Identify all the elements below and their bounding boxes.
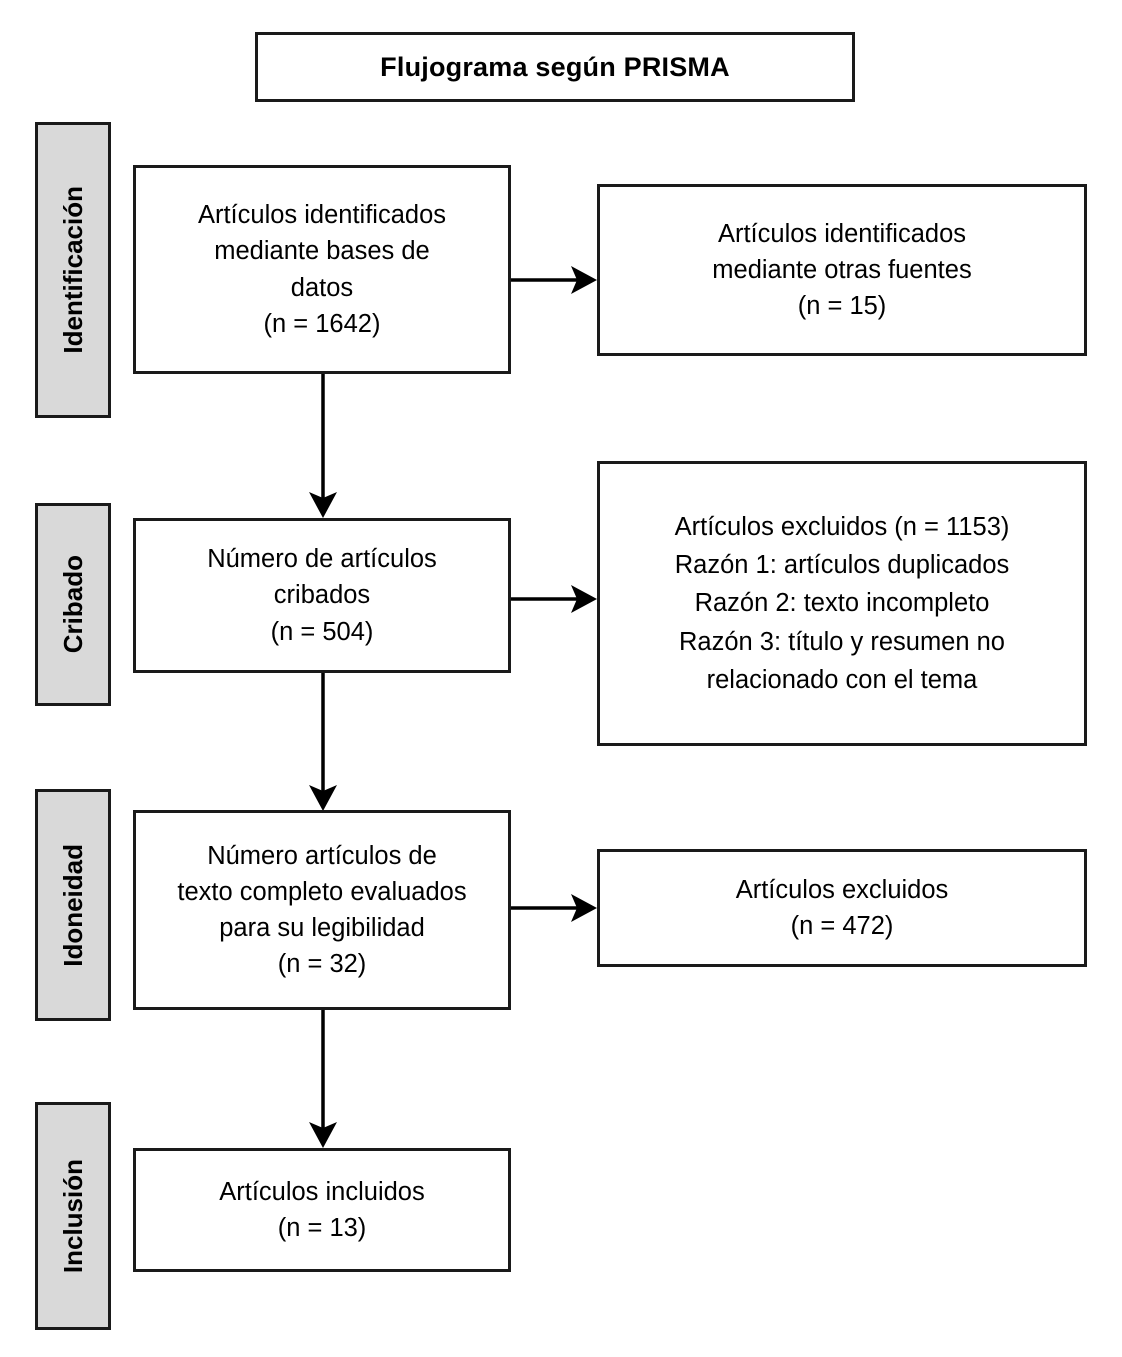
box-included-line-2: (n = 13) bbox=[277, 1214, 367, 1242]
box-screened-line-3: (n = 504) bbox=[270, 617, 374, 646]
stage-label-inclusion-text: Inclusión bbox=[58, 1158, 88, 1274]
box-fulltext-assessed-line-3: para su legibilidad bbox=[219, 914, 425, 942]
arrow-identified-to-screened bbox=[307, 374, 339, 520]
box-screened: Número de artículos cribados (n = 504) bbox=[133, 518, 511, 673]
box-excluded-screening-line-3: Razón 2: texto incompleto bbox=[694, 589, 990, 618]
box-excluded-screening-line-2: Razón 1: artículos duplicados bbox=[674, 551, 1010, 580]
box-excluded-fulltext: Artículos excluidos (n = 472) bbox=[597, 849, 1087, 967]
arrow-fulltext-to-included bbox=[307, 1010, 339, 1150]
box-excluded-screening-line-5: relacionado con el tema bbox=[706, 665, 978, 694]
box-identified-databases: Artículos identificados mediante bases d… bbox=[133, 165, 511, 374]
box-screened-line-1: Número de artículos bbox=[207, 545, 437, 574]
arrow-fulltext-to-excluded bbox=[511, 890, 603, 926]
stage-label-identificacion-text: Identificación bbox=[58, 186, 88, 354]
box-identified-databases-line-2: mediante bases de bbox=[214, 237, 430, 266]
box-screened-line-2: cribados bbox=[273, 581, 371, 610]
stage-label-identificacion: Identificación bbox=[35, 122, 111, 418]
box-identified-other-sources-line-3: (n = 15) bbox=[797, 292, 887, 321]
box-excluded-screening-line-1: Artículos excluidos (n = 1153) bbox=[674, 512, 1010, 541]
box-fulltext-assessed-line-2: texto completo evaluados bbox=[177, 877, 467, 906]
box-excluded-fulltext-line-1: Artículos excluidos bbox=[735, 875, 949, 904]
box-excluded-screening-line-4: Razón 3: título y resumen no bbox=[678, 627, 1005, 656]
box-identified-other-sources-line-2: mediante otras fuentes bbox=[712, 255, 972, 284]
box-fulltext-assessed-line-4: (n = 32) bbox=[277, 950, 367, 979]
arrow-screened-to-fulltext bbox=[307, 673, 339, 813]
diagram-title: Flujograma según PRISMA bbox=[380, 51, 730, 82]
box-fulltext-assessed: Número artículos de texto completo evalu… bbox=[133, 810, 511, 1010]
diagram-title-box: Flujograma según PRISMA bbox=[255, 32, 855, 102]
box-included: Artículos incluidos (n = 13) bbox=[133, 1148, 511, 1272]
box-identified-databases-line-1: Artículos identificados bbox=[197, 201, 447, 230]
stage-label-idoneidad: Idoneidad bbox=[35, 789, 111, 1021]
box-excluded-fulltext-line-2: (n = 472) bbox=[790, 912, 894, 940]
arrow-identified-to-other-sources bbox=[511, 262, 603, 298]
box-fulltext-assessed-line-1: Número artículos de bbox=[207, 841, 437, 870]
box-excluded-screening: Artículos excluidos (n = 1153) Razón 1: … bbox=[597, 461, 1087, 746]
box-identified-other-sources-line-1: Artículos identificados bbox=[717, 219, 967, 248]
stage-label-idoneidad-text: Idoneidad bbox=[58, 843, 88, 967]
arrow-screened-to-excluded bbox=[511, 581, 603, 617]
stage-label-inclusion: Inclusión bbox=[35, 1102, 111, 1330]
box-included-line-1: Artículos incluidos bbox=[219, 1177, 425, 1206]
stage-label-cribado: Cribado bbox=[35, 503, 111, 706]
box-identified-databases-line-3: datos bbox=[290, 273, 354, 302]
box-identified-other-sources: Artículos identificados mediante otras f… bbox=[597, 184, 1087, 356]
box-identified-databases-line-4: (n = 1642) bbox=[263, 309, 381, 338]
stage-label-cribado-text: Cribado bbox=[58, 555, 88, 654]
